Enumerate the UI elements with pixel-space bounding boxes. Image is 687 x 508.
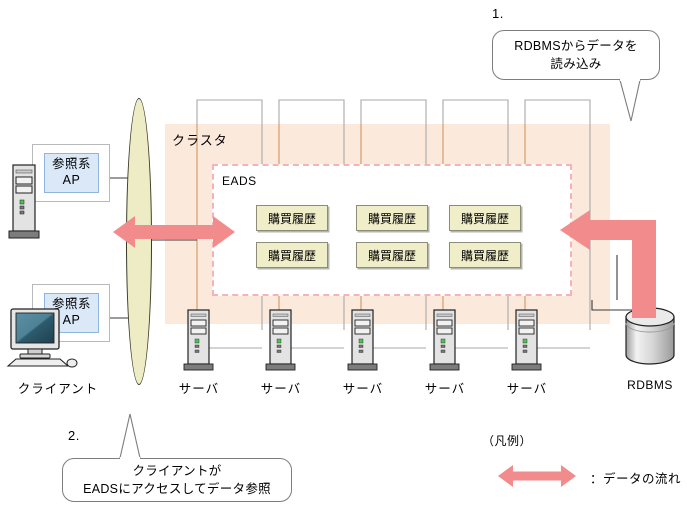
data-box: 購買履歴 — [256, 205, 328, 231]
server-label: サーバ — [260, 382, 302, 396]
callout-2-line1: クライアントが — [132, 463, 222, 478]
callout-2-line2: EADSにアクセスしてデータ参照 — [83, 482, 271, 496]
legend-arrow-icon — [498, 465, 576, 487]
server-label: サーバ — [178, 382, 220, 396]
callout-2: クライアントが EADSにアクセスしてデータ参照 — [62, 458, 292, 502]
legend-label: ：データの流れ — [590, 472, 682, 486]
data-box: 購買履歴 — [256, 242, 328, 268]
network-ellipse — [126, 98, 152, 385]
tower-pc-icon — [8, 164, 40, 239]
server-icon — [511, 309, 542, 371]
callout-2-number: 2. — [68, 428, 80, 443]
callout-1-tail — [619, 79, 641, 122]
server-icon — [429, 309, 460, 371]
data-flow-arrow-client — [113, 216, 235, 248]
callout-1: RDBMSからデータを 読み込み — [492, 30, 660, 80]
callout-1-line1: RDBMSからデータを — [514, 38, 638, 53]
data-flow-arrow-rdbms — [560, 210, 656, 318]
data-box: 購買履歴 — [356, 242, 428, 268]
server-icon — [347, 309, 378, 371]
eads-label: EADS — [222, 174, 257, 188]
cluster-label: クラスタ — [172, 133, 228, 148]
ap-label-line1: 参照系 — [51, 297, 91, 312]
callout-1-number: 1. — [492, 6, 504, 21]
data-box: 購買履歴 — [449, 205, 521, 231]
callout-1-line2: 読み込み — [550, 57, 602, 71]
data-box: 購買履歴 — [356, 205, 428, 231]
ap-label-line2: AP — [62, 313, 81, 327]
server-label: サーバ — [342, 382, 384, 396]
server-icon — [183, 309, 214, 371]
ap-label-line1: 参照系 — [51, 157, 91, 172]
server-icon — [265, 309, 296, 371]
rdbms-label: RDBMS — [627, 378, 673, 392]
legend-title: （凡例） — [482, 434, 533, 448]
server-label: サーバ — [424, 382, 466, 396]
desktop-monitor-icon — [6, 308, 78, 368]
ap-label-line2: AP — [62, 173, 81, 187]
data-box: 購買履歴 — [449, 242, 521, 268]
callout-2-tail — [119, 413, 141, 459]
client-label: クライアント — [17, 382, 99, 396]
server-label: サーバ — [506, 382, 548, 396]
client-ap-box-1: 参照系 AP — [44, 153, 99, 193]
